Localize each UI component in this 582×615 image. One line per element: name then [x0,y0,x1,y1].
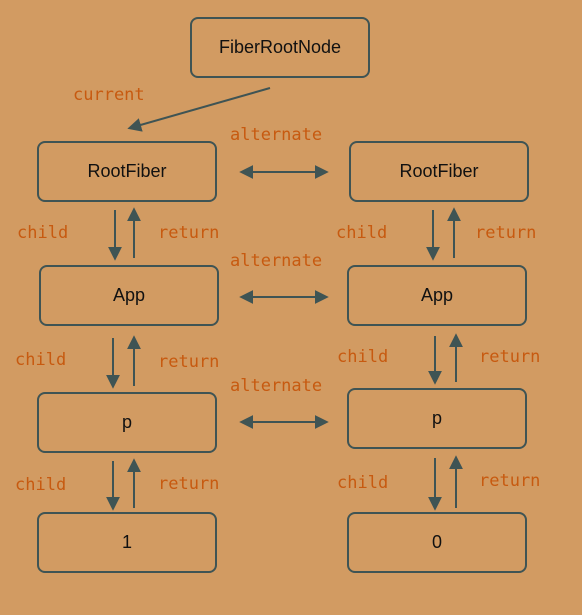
wip-p-node: p [347,388,527,449]
return-label-right-3: return [479,471,541,491]
return-label-left-3: return [158,474,220,494]
current-pointer-arrow [127,87,271,132]
return-label-left-2: return [158,352,220,372]
fiber-root-node: FiberRootNode [190,17,370,78]
current-text-node: 1 [37,512,217,573]
wip-app-node: App [347,265,527,326]
child-label-right-2: child [337,347,389,367]
return-label-right-2: return [479,347,541,367]
current-label: current [73,85,145,105]
child-label-left-1: child [17,223,69,243]
alternate-label-p: alternate [230,376,323,396]
child-label-left-3: child [15,475,67,495]
return-label-right-1: return [475,223,537,243]
alternate-label-app: alternate [230,251,323,271]
current-app-node: App [39,265,219,326]
child-label-right-1: child [336,223,388,243]
return-label-left-1: return [158,223,220,243]
current-p-node: p [37,392,217,453]
wip-root-fiber-node: RootFiber [349,141,529,202]
alternate-label-root: alternate [230,125,323,145]
wip-text-node: 0 [347,512,527,573]
child-label-right-3: child [337,473,389,493]
child-label-left-2: child [15,350,67,370]
current-root-fiber-node: RootFiber [37,141,217,202]
